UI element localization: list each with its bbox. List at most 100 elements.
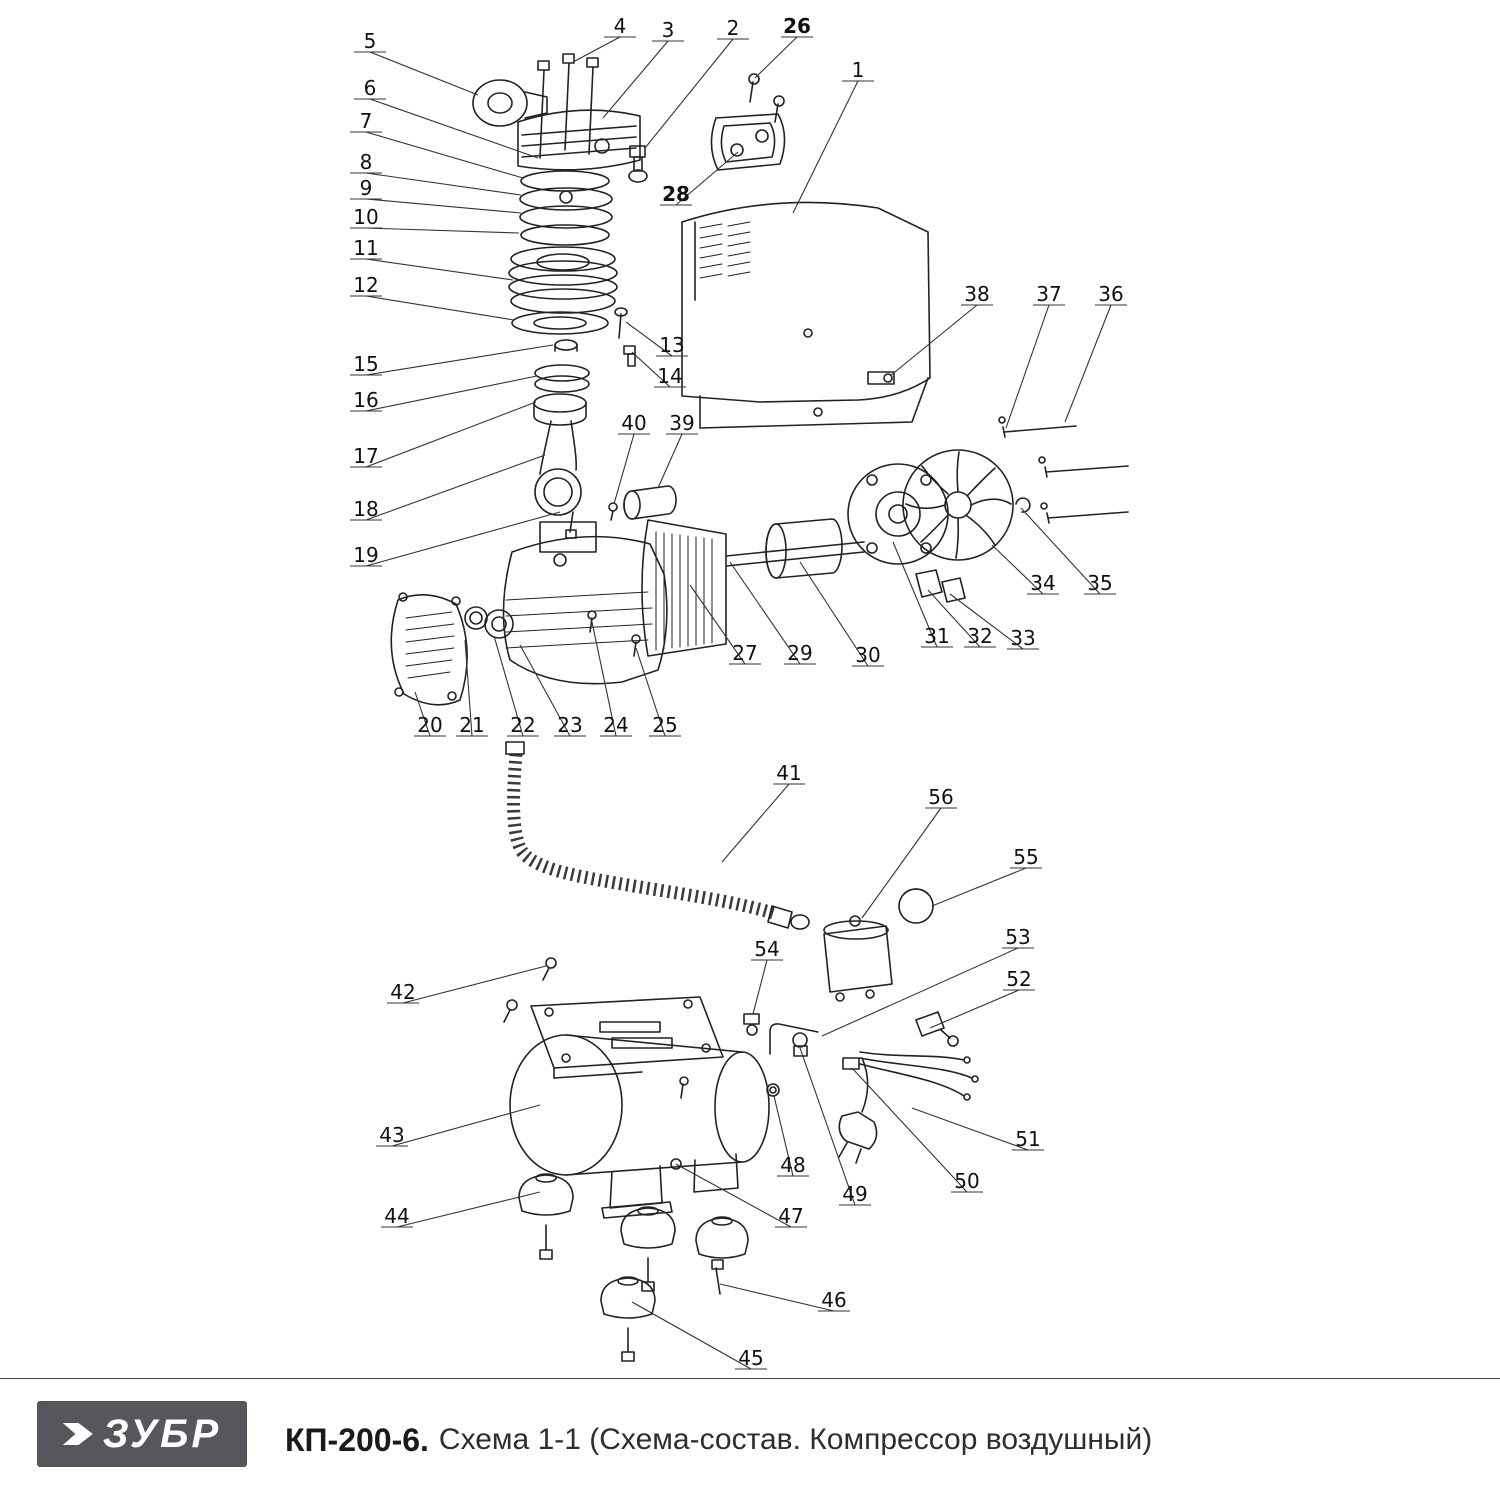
callout-53: 53 [821, 925, 1034, 1037]
callout-32: 32 [927, 589, 996, 648]
callout-number-42: 42 [390, 980, 415, 1004]
callout-number-13: 13 [659, 333, 684, 357]
shroud-drawing [681, 73, 931, 429]
callout-number-51: 51 [1015, 1127, 1040, 1151]
callout-number-23: 23 [557, 713, 582, 737]
callout-52: 52 [929, 967, 1035, 1029]
callout-number-15: 15 [353, 352, 378, 376]
callout-45: 45 [631, 1301, 767, 1370]
callout-1: 1 [792, 58, 874, 214]
callout-number-25: 25 [652, 713, 677, 737]
callout-20: 20 [414, 691, 446, 737]
callout-number-27: 27 [732, 641, 757, 665]
callout-31: 31 [892, 541, 953, 648]
callout-22: 22 [493, 635, 539, 737]
callout-8: 8 [350, 150, 522, 196]
callout-38: 38 [889, 282, 993, 377]
callout-10: 10 [350, 205, 520, 234]
callout-number-16: 16 [353, 388, 378, 412]
callout-number-30: 30 [855, 643, 880, 667]
callout-number-7: 7 [360, 109, 373, 133]
diagram-caption: КП-200-6. Схема 1-1 (Схема-состав. Компр… [285, 1379, 1152, 1501]
callout-30: 30 [799, 561, 884, 667]
callout-5: 5 [354, 29, 479, 96]
callout-26: 26 [754, 14, 813, 79]
callout-39: 39 [657, 411, 698, 489]
callout-number-29: 29 [787, 641, 812, 665]
callout-23: 23 [519, 644, 586, 737]
callout-number-44: 44 [384, 1204, 409, 1228]
callout-number-19: 19 [353, 543, 378, 567]
callout-number-37: 37 [1036, 282, 1061, 306]
callout-number-4: 4 [614, 14, 627, 38]
motor-assembly-drawing [390, 416, 1129, 706]
pump-head-drawing [472, 53, 648, 539]
callout-number-8: 8 [360, 150, 373, 174]
model-text: КП-200-6. [285, 1421, 429, 1458]
footer: ЗУБР КП-200-6. Схема 1-1 (Схема-состав. … [0, 1378, 1500, 1501]
callout-2: 2 [644, 16, 749, 149]
callout-12: 12 [350, 273, 515, 321]
callout-19: 19 [350, 511, 561, 567]
callout-36: 36 [1064, 282, 1127, 423]
callout-number-17: 17 [353, 444, 378, 468]
callout-9: 9 [350, 176, 522, 214]
callout-number-48: 48 [780, 1153, 805, 1177]
callout-21: 21 [456, 639, 488, 737]
tank-assembly-drawing [503, 741, 979, 1362]
callout-number-47: 47 [778, 1204, 803, 1228]
callout-41: 41 [721, 761, 805, 863]
callout-number-6: 6 [364, 76, 377, 100]
callout-number-35: 35 [1087, 571, 1112, 595]
callout-number-18: 18 [353, 497, 378, 521]
callout-number-53: 53 [1005, 925, 1030, 949]
exploded-diagram: 1234567891011121314151617181920212223242… [350, 14, 1129, 1370]
callout-number-20: 20 [417, 713, 442, 737]
callout-number-21: 21 [459, 713, 484, 737]
callout-7: 7 [350, 109, 524, 179]
brand-text: ЗУБР [102, 1412, 222, 1456]
callout-47: 47 [675, 1163, 807, 1228]
callout-number-10: 10 [353, 205, 378, 229]
callout-number-32: 32 [967, 624, 992, 648]
callout-number-50: 50 [954, 1169, 979, 1193]
callout-40: 40 [613, 411, 650, 505]
zubr-logo: ЗУБР [37, 1401, 247, 1467]
callout-number-9: 9 [360, 176, 373, 200]
callout-56: 56 [861, 785, 957, 919]
callout-33: 33 [949, 593, 1039, 650]
callout-43: 43 [376, 1104, 541, 1147]
callout-24: 24 [591, 621, 632, 737]
callout-51: 51 [911, 1107, 1044, 1151]
callout-13: 13 [625, 321, 688, 357]
callout-number-14: 14 [657, 364, 682, 388]
callout-number-46: 46 [821, 1288, 846, 1312]
callout-number-31: 31 [924, 624, 949, 648]
callout-number-52: 52 [1006, 967, 1031, 991]
callout-16: 16 [350, 375, 538, 412]
callout-number-55: 55 [1013, 845, 1038, 869]
callout-number-43: 43 [379, 1123, 404, 1147]
callout-number-39: 39 [669, 411, 694, 435]
callout-number-2: 2 [727, 16, 740, 40]
callout-35: 35 [1020, 507, 1116, 595]
callout-number-12: 12 [353, 273, 378, 297]
callout-54: 54 [751, 937, 783, 1015]
subtitle-text: Схема 1-1 (Схема-состав. Компрессор возд… [438, 1423, 1153, 1456]
callout-number-28: 28 [662, 182, 690, 206]
callout-number-26: 26 [783, 14, 811, 38]
callout-number-22: 22 [510, 713, 535, 737]
callout-15: 15 [350, 344, 554, 376]
callout-49: 49 [799, 1047, 871, 1206]
callout-50: 50 [851, 1067, 983, 1193]
callout-6: 6 [354, 76, 539, 159]
callout-number-54: 54 [754, 937, 779, 961]
callout-48: 48 [773, 1095, 809, 1177]
callout-55: 55 [931, 845, 1042, 907]
callout-number-40: 40 [621, 411, 646, 435]
callout-28: 28 [660, 151, 739, 206]
callout-number-33: 33 [1010, 626, 1035, 650]
callout-number-5: 5 [364, 29, 377, 53]
